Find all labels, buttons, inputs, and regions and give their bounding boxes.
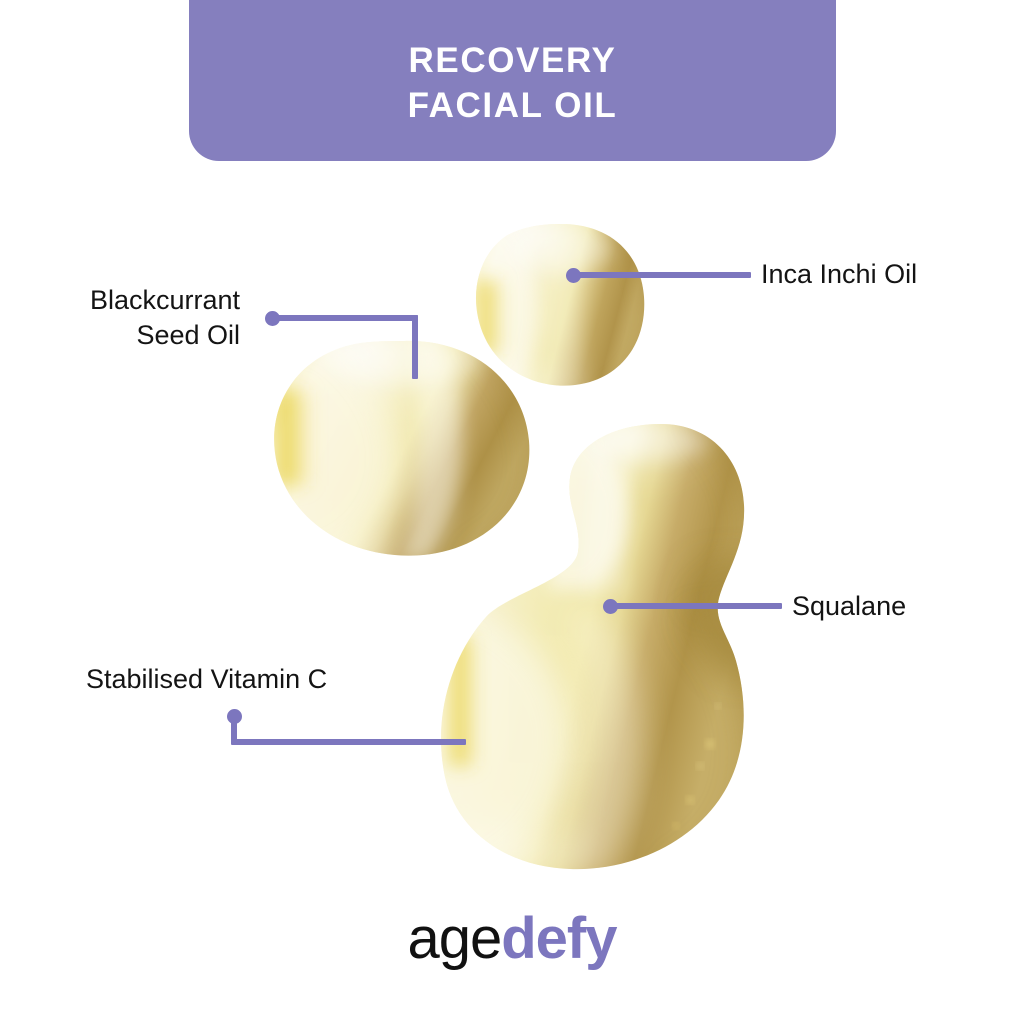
squalane-vitamin-c-droplet — [440, 424, 745, 870]
product-title-banner: RECOVERY FACIAL OIL — [189, 0, 836, 161]
banner-line-2: FACIAL OIL — [407, 85, 618, 125]
callout-leader-horizontal-inca-inchi — [573, 272, 751, 278]
callout-leader-vertical-blackcurrant — [412, 315, 418, 379]
callout-leader-horizontal-blackcurrant — [272, 315, 418, 321]
banner-line-1: RECOVERY — [408, 41, 617, 81]
callout-leader-horizontal-vitamin-c — [231, 739, 466, 745]
brand-logo-part-age: age — [407, 906, 502, 971]
inca-inchi-droplet — [475, 224, 645, 386]
callout-label-squalane: Squalane — [792, 591, 907, 621]
callout-leader-horizontal-squalane — [610, 603, 782, 609]
blackcurrant-seed-oil-droplet — [274, 340, 530, 556]
callout-label-inca-inchi-oil: Inca Inchi Oil — [761, 259, 918, 289]
callout-label-blackcurrant-seed-oil: Blackcurrant Seed Oil — [89, 285, 240, 350]
brand-logo: agedefy — [0, 910, 1024, 968]
brand-logo-part-defy: defy — [501, 906, 617, 971]
callout-label-stabilised-vitamin-c: Stabilised Vitamin C — [86, 664, 328, 694]
callout-leader-vertical-vitamin-c — [231, 716, 237, 743]
